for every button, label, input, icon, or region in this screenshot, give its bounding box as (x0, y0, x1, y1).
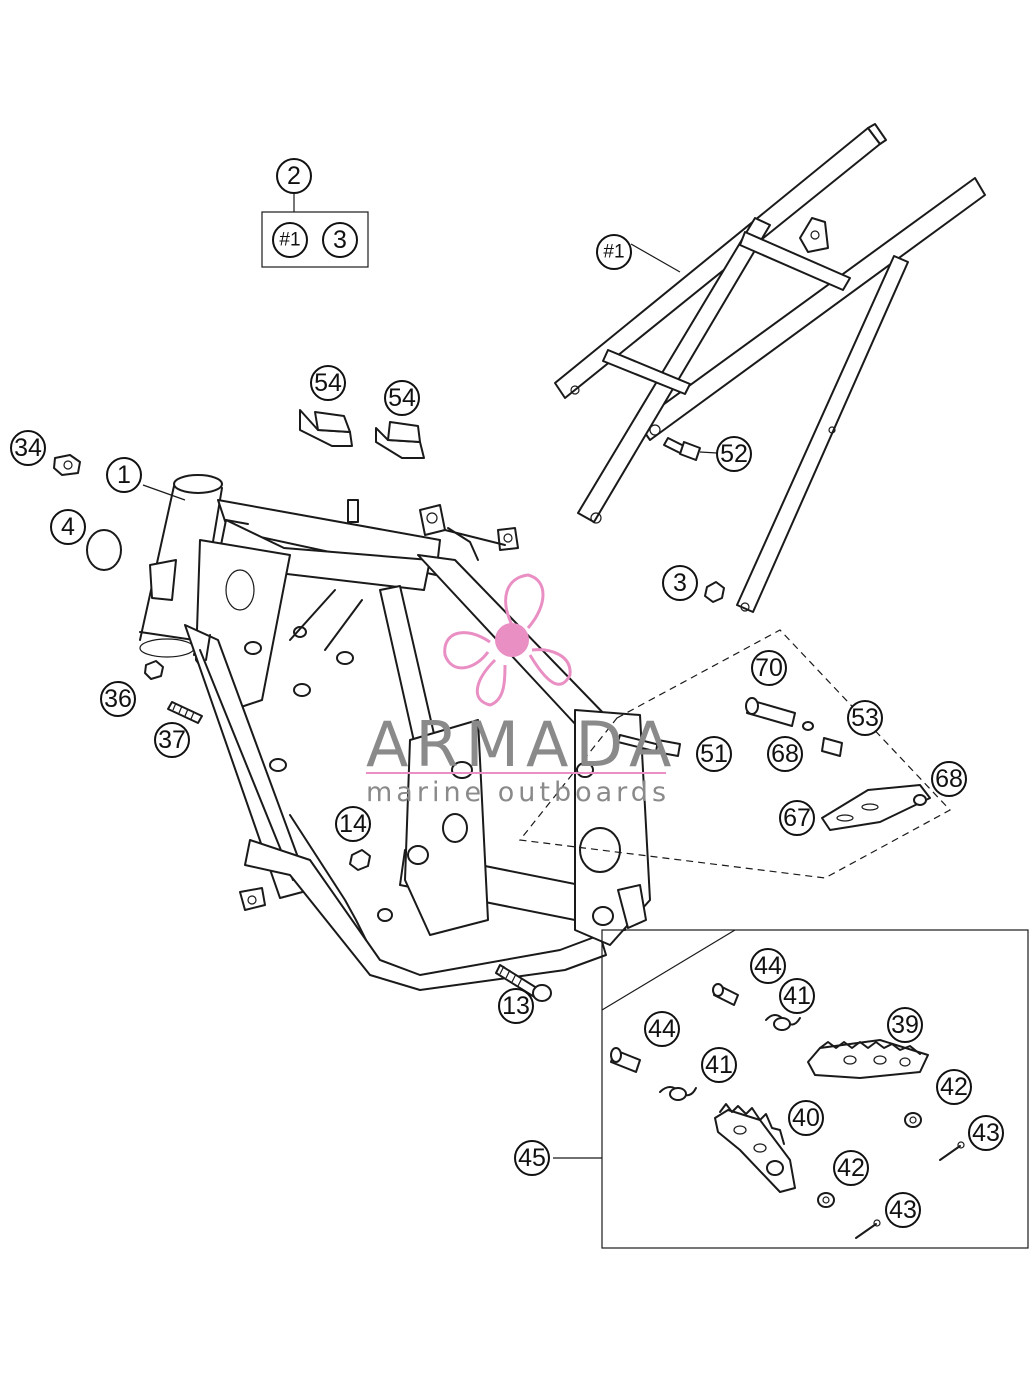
propeller-hub-icon (495, 623, 529, 657)
svg-text:4: 4 (61, 513, 75, 541)
callout-54-left: 54 (310, 365, 346, 401)
svg-text:13: 13 (502, 992, 530, 1020)
watermark-tagline: marine outboards (366, 777, 670, 808)
svg-text:41: 41 (705, 1051, 733, 1079)
callout-4: 4 (50, 509, 86, 545)
chain-guide-parts (518, 581, 951, 879)
subframe-drawing (554, 123, 986, 613)
svg-text:52: 52 (720, 440, 748, 468)
callout-43-upper: 43 (968, 1115, 1004, 1151)
kit-box (261, 193, 369, 268)
svg-text:43: 43 (889, 1196, 917, 1224)
watermark-logo: ARMADA marine outboards (366, 573, 678, 808)
svg-text:1: 1 (117, 461, 131, 489)
callout-34: 34 (10, 430, 46, 466)
svg-text:34: 34 (14, 434, 42, 462)
svg-text:39: 39 (891, 1011, 919, 1039)
callout-43-lower: 43 (885, 1192, 921, 1228)
callout-68-right: 68 (931, 761, 967, 797)
svg-text:#1: #1 (279, 230, 300, 251)
svg-text:54: 54 (388, 384, 416, 412)
stickers-54 (299, 409, 425, 459)
svg-text:68: 68 (935, 765, 963, 793)
callout-41-lower: 41 (701, 1047, 737, 1083)
callout-51: 51 (696, 736, 732, 772)
svg-text:#1: #1 (603, 242, 624, 263)
callout-52: 52 (716, 436, 752, 472)
callout-14: 14 (335, 806, 371, 842)
svg-text:40: 40 (792, 1104, 820, 1132)
callout-68-left: 68 (767, 736, 803, 772)
callout-39: 39 (887, 1007, 923, 1043)
callout-13: 13 (498, 988, 534, 1024)
svg-text:42: 42 (837, 1154, 865, 1182)
callout-44-lower: 44 (644, 1011, 680, 1047)
svg-text:42: 42 (940, 1073, 968, 1101)
callout-41-upper: 41 (779, 978, 815, 1014)
callout-kit-3: 3 (322, 222, 358, 258)
svg-text:45: 45 (518, 1144, 546, 1172)
svg-text:67: 67 (783, 804, 811, 832)
callout-44-upper: 44 (750, 948, 786, 984)
callout-42-upper: 42 (936, 1069, 972, 1105)
callout-53: 53 (847, 700, 883, 736)
callout-1: 1 (106, 457, 142, 493)
svg-text:14: 14 (339, 810, 367, 838)
svg-text:3: 3 (673, 569, 687, 597)
callout-36: 36 (100, 681, 136, 717)
svg-text:70: 70 (755, 654, 783, 682)
svg-text:37: 37 (158, 726, 186, 754)
callout-42-lower: 42 (833, 1150, 869, 1186)
svg-text:53: 53 (851, 704, 879, 732)
left-small-parts (53, 454, 203, 724)
callout-40: 40 (788, 1100, 824, 1136)
callout-kit-1: #1 (272, 222, 308, 258)
svg-text:54: 54 (314, 369, 342, 397)
svg-text:41: 41 (783, 982, 811, 1010)
callout-70: 70 (751, 650, 787, 686)
callout-67: 67 (779, 800, 815, 836)
svg-text:2: 2 (287, 162, 301, 190)
watermark-brand: ARMADA (366, 708, 678, 781)
propeller-logo-icon (443, 573, 572, 707)
svg-text:51: 51 (700, 740, 728, 768)
svg-text:44: 44 (754, 952, 782, 980)
svg-text:43: 43 (972, 1119, 1000, 1147)
svg-text:68: 68 (771, 740, 799, 768)
callout-54-right: 54 (384, 380, 420, 416)
svg-text:44: 44 (648, 1015, 676, 1043)
callout-45: 45 (514, 1140, 550, 1176)
footrest-parts (553, 929, 1029, 1249)
callout-3: 3 (662, 565, 698, 601)
callout-subframe-1: #1 (596, 234, 632, 270)
svg-text:3: 3 (333, 226, 347, 254)
svg-text:36: 36 (104, 685, 132, 713)
callout-37: 37 (154, 722, 190, 758)
callout-2: 2 (276, 158, 312, 194)
